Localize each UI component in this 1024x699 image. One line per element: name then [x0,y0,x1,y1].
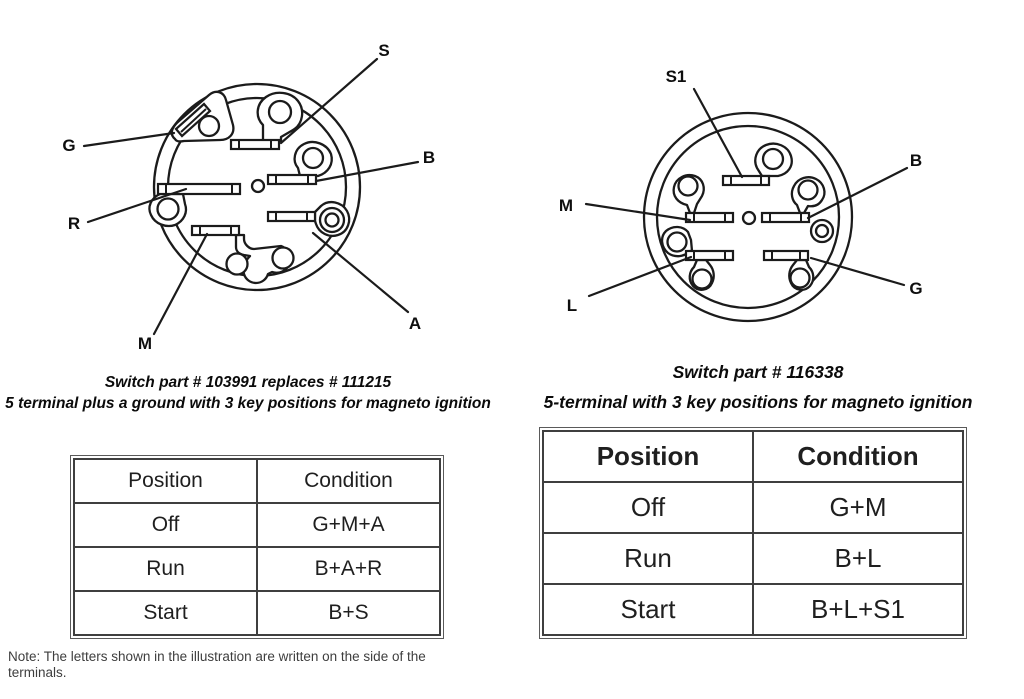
note-text: Note: The letters shown in the illustrat… [8,649,426,680]
cell-condition: G+M+A [256,502,441,548]
cell-position: Off [73,502,258,548]
label-g: G [62,136,75,155]
table-row: Run B+A+R [73,546,441,592]
cell-condition: B+S [256,590,441,636]
terminal-hole [267,99,293,125]
leader-l [587,255,693,298]
left-caption-line2: 5 terminal plus a ground with 3 key posi… [5,395,491,412]
table-row: Start B+L+S1 [542,583,964,636]
terminal-hole [691,268,713,290]
leader-r [86,187,188,224]
table-row: Off G+M+A [73,502,441,548]
right-eyelet [809,218,835,244]
cell-condition: B+A+R [256,546,441,592]
cell-condition: B+L+S1 [752,583,964,636]
col-header-position: Position [73,458,258,504]
left-terminal-a [266,200,351,237]
right-terminal-l [660,225,735,291]
leader-a [311,231,410,314]
label-b: B [423,148,435,167]
leader-s [279,57,379,145]
leader-b [314,160,420,183]
left-switch-diagram: S G B R A M [62,41,435,353]
table-row: Run B+L [542,532,964,585]
terminal-hole [761,147,785,171]
right-center-hole [741,210,757,226]
left-terminal-m [190,224,295,285]
cell-position: Start [73,590,258,636]
col-header-position: Position [542,430,754,483]
cell-condition: B+L [752,532,964,585]
col-header-condition: Condition [752,430,964,483]
leader-b [806,166,909,220]
label-s: S [378,41,389,60]
right-terminal-s1 [721,142,793,187]
terminal-hole [318,206,346,234]
terminal-hole [789,267,811,289]
left-terminal-b [266,140,333,186]
terminal-hole [271,246,295,270]
left-caption-line1: Switch part # 103991 replaces # 111215 [104,374,392,391]
table-header-row: Position Condition [73,458,441,504]
label-r: R [68,214,80,233]
right-caption: Switch part # 116338 5-terminal with 3 k… [514,357,1002,417]
right-table: Position Condition Off G+M Run B+L Start… [539,427,967,639]
terminal-hole [666,231,688,253]
right-terminal-b [760,176,826,224]
label-b: B [910,151,922,170]
label-m: M [559,196,573,215]
leader-m [584,202,692,222]
left-terminal-s [229,91,304,151]
table-row: Off G+M [542,481,964,534]
right-terminal-g [762,249,815,291]
terminal-hole [797,179,819,201]
left-center-hole [250,178,266,194]
leader-s1 [692,87,744,179]
right-terminal-m [672,174,735,224]
table-row: Start B+S [73,590,441,636]
leader-g [809,256,906,287]
leader-m [152,232,209,336]
terminal-hole [677,175,699,197]
right-inner-ring [655,124,841,310]
left-table: Position Condition Off G+M+A Run B+A+R S… [70,455,444,639]
label-a: A [409,314,421,333]
label-g: G [909,279,922,298]
right-caption-line1: Switch part # 116338 [672,362,844,382]
cell-position: Off [542,481,754,534]
cell-position: Run [542,532,754,585]
left-outer-ring [152,82,362,292]
left-terminal-g [170,90,235,143]
label-s1: S1 [666,67,687,86]
leader-g [82,131,176,148]
table-header-row: Position Condition [542,430,964,483]
cell-position: Run [73,546,258,592]
right-outer-ring [642,111,854,323]
terminal-hole [301,146,325,170]
terminal-hole [197,114,221,138]
right-caption-line2: 5-terminal with 3 key positions for magn… [543,392,973,412]
cell-position: Start [542,583,754,636]
cell-condition: G+M [752,481,964,534]
col-header-condition: Condition [256,458,441,504]
label-l: L [567,296,577,315]
left-terminal-r [148,182,242,228]
terminal-hole [225,252,249,276]
left-caption: Switch part # 103991 replaces # 111215 5… [0,372,500,414]
right-switch-diagram: S1 B M L G [559,67,923,323]
label-m: M [138,334,152,353]
terminal-hole [156,197,180,221]
